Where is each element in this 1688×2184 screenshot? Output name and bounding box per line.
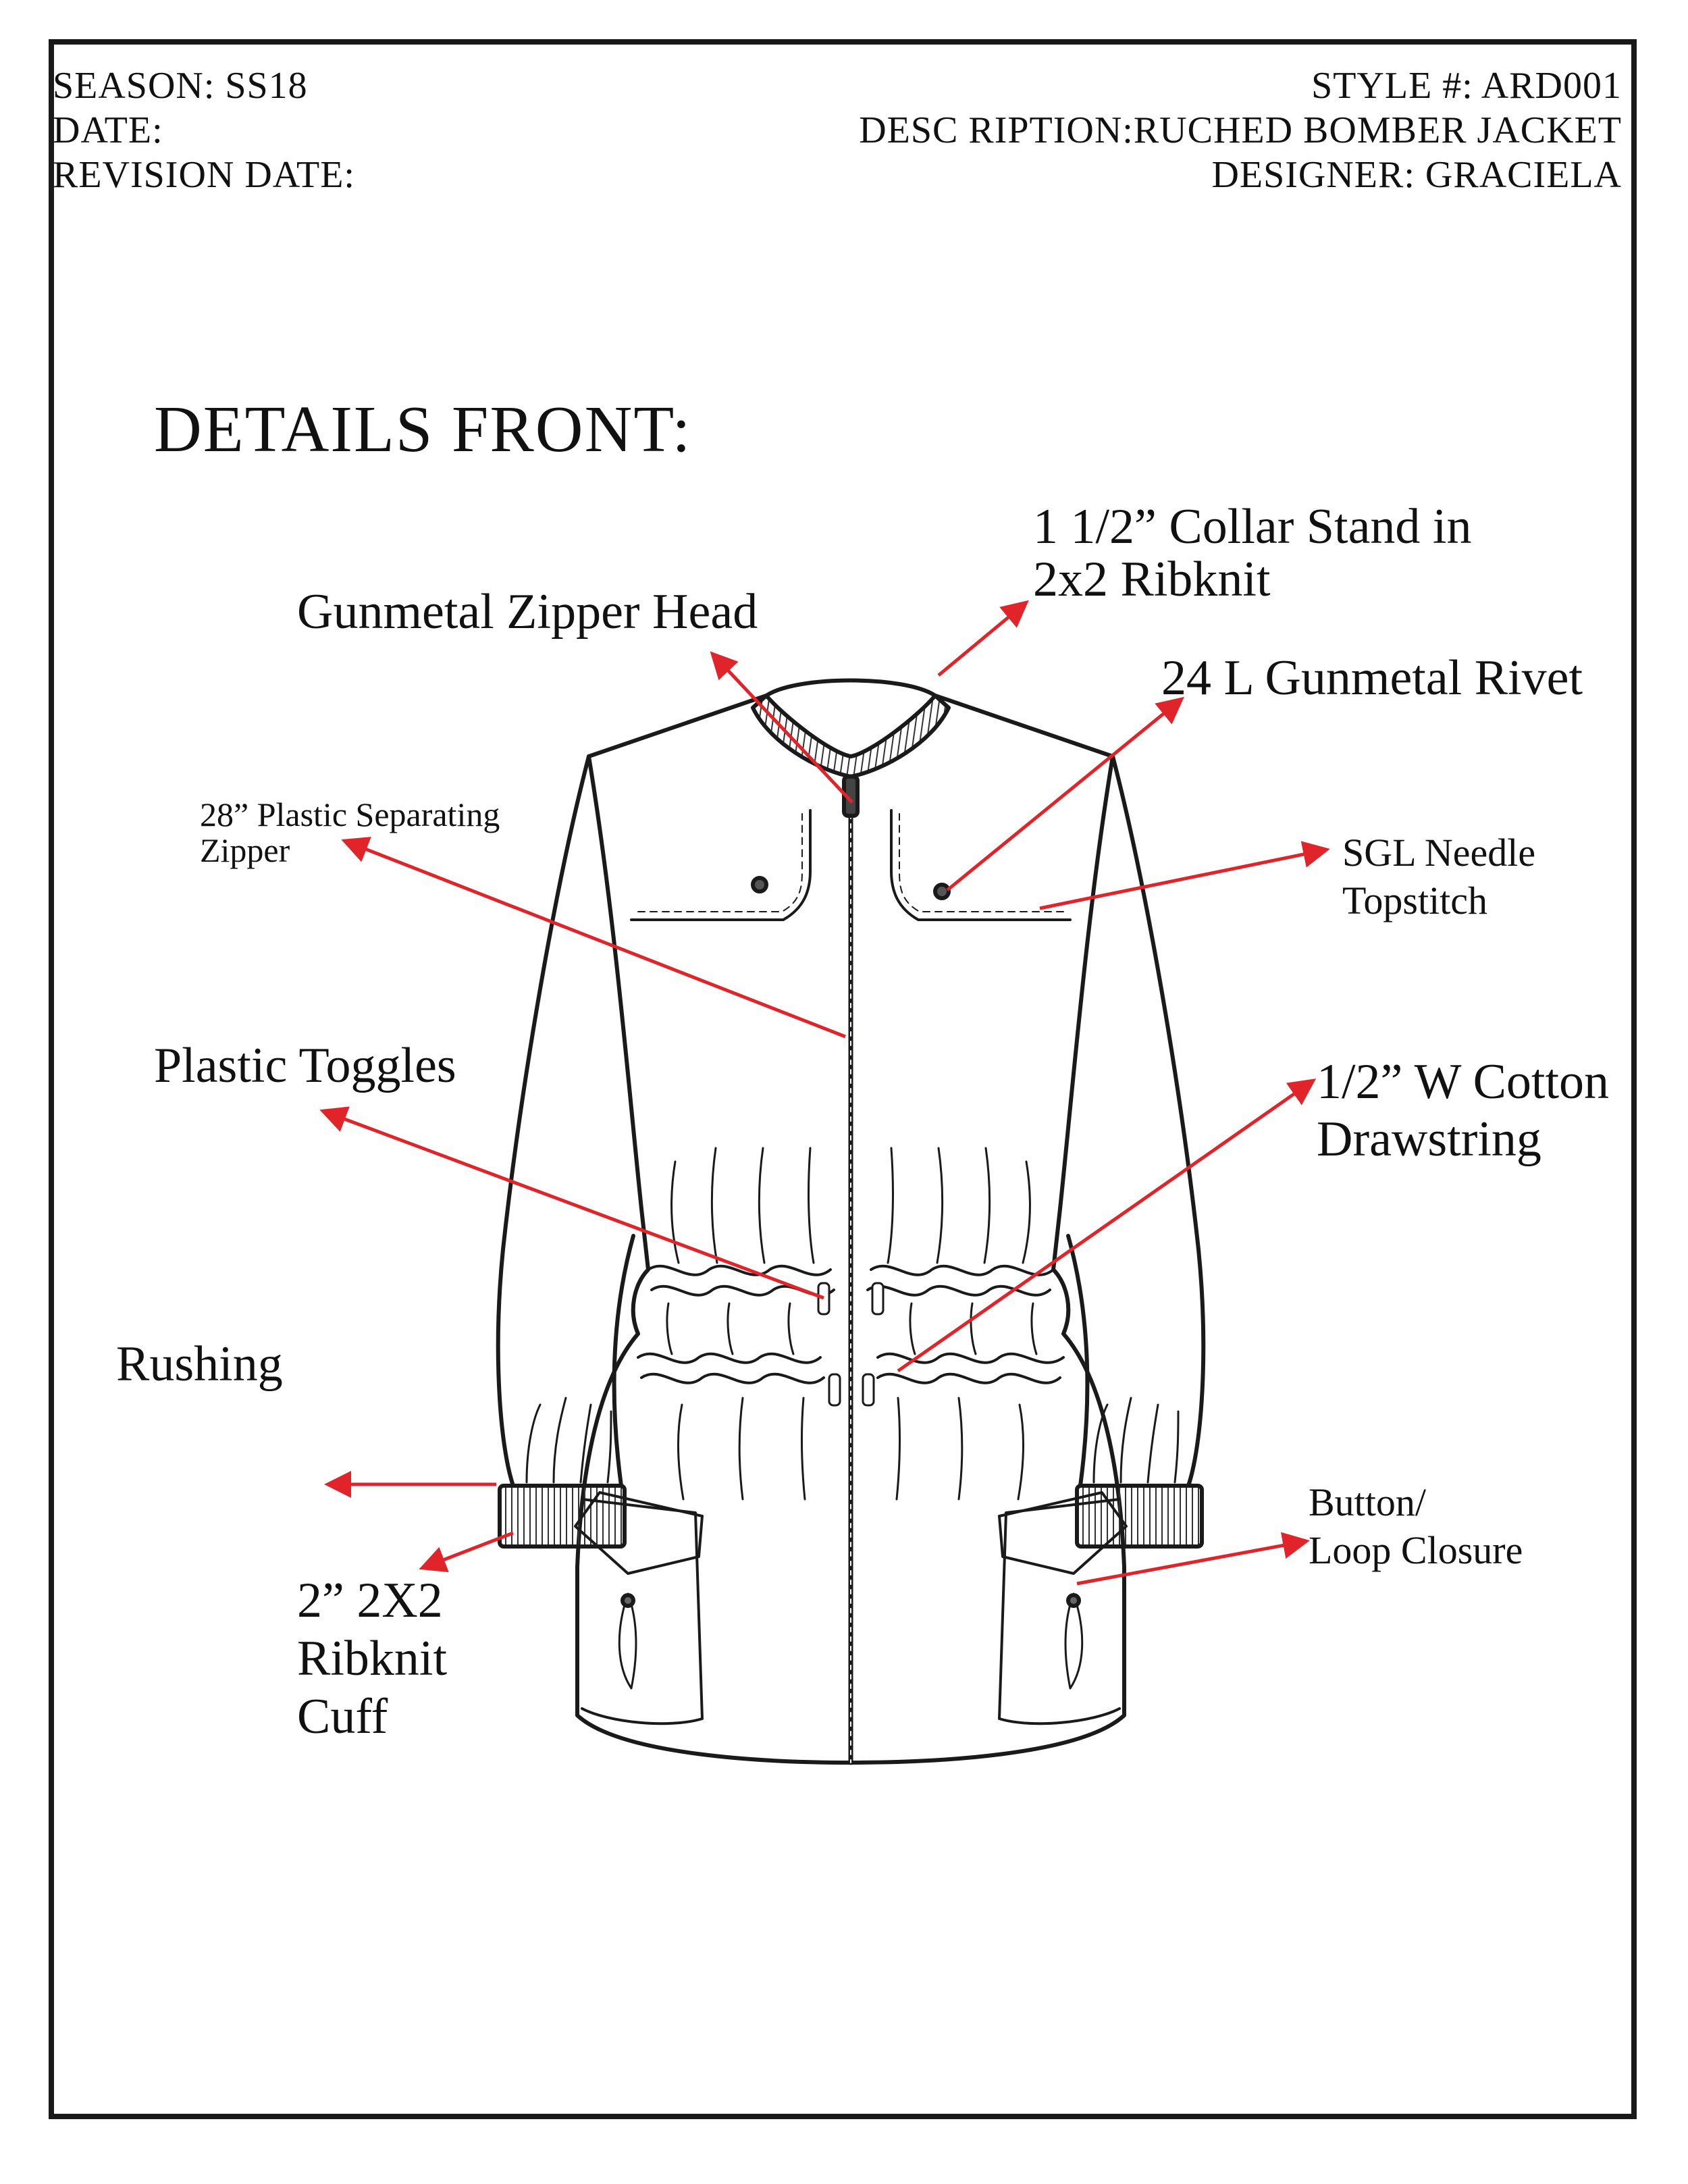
section-title: DETAILS FRONT:: [154, 393, 692, 466]
drawstring-line-1: 1/2” W Cotton: [1317, 1054, 1610, 1110]
header-left: SEASON: SS18 DATE: REVISION DATE:: [53, 63, 355, 197]
toggles: [817, 1282, 885, 1407]
cuff-arrow: [419, 1531, 514, 1573]
left-yoke: [630, 809, 812, 921]
topstitch-arrow: [1039, 841, 1330, 910]
upper-ruching-band: [647, 1264, 1055, 1276]
topstitch-line-1: SGL Needle: [1342, 831, 1536, 875]
left-rivet: [751, 876, 768, 893]
drawstring-line-2: Drawstring: [1317, 1112, 1541, 1168]
separating-zipper-line-2: Zipper: [200, 831, 290, 869]
collar-stand: [751, 694, 951, 779]
header-right: STYLE #: ARD001 DESC RIPTION:RUCHED BOMB…: [859, 63, 1622, 197]
right-pocket: [998, 1498, 1121, 1725]
style-number-label: STYLE #: ARD001: [1311, 65, 1622, 107]
page-frame: [49, 39, 1637, 2119]
zipper-head-callout: Gunmetal Zipper Head: [297, 584, 758, 640]
left-sleeve: [496, 754, 635, 1488]
cuff-callout: 2” 2X2 Ribknit Cuff: [297, 1572, 447, 1746]
topstitch-callout: SGL Needle Topstitch: [1342, 829, 1535, 925]
jacket-outline: [496, 678, 1206, 1765]
collar-stand-arrow: [937, 600, 1029, 677]
closure-callout: Button/ Loop Closure: [1309, 1479, 1523, 1575]
right-rivet: [933, 883, 951, 900]
separating-zipper-arrow: [341, 837, 846, 1039]
left-pocket-flap: [574, 1491, 704, 1575]
closure-line-2: Loop Closure: [1309, 1528, 1523, 1572]
rivet-arrow: [946, 696, 1184, 891]
right-pocket-flap: [998, 1491, 1128, 1575]
revision-date-label: REVISION DATE:: [53, 154, 355, 196]
toggles-arrow: [319, 1106, 824, 1300]
description-label: DESC RIPTION:RUCHED BOMBER JACKET: [859, 109, 1622, 151]
lower-ruching-band: [637, 1352, 1065, 1364]
collar-stand-callout: 1 1/2” Collar Stand in 2x2 Ribknit: [1033, 499, 1472, 607]
cuff-line-3: Cuff: [297, 1688, 388, 1744]
cuff-line-2: Ribknit: [297, 1630, 448, 1686]
right-yoke: [890, 809, 1072, 921]
right-pocket-button: [1066, 1593, 1081, 1608]
rivet-callout: 24 L Gunmetal Rivet: [1161, 650, 1583, 706]
drawstring-callout: 1/2” W Cotton Drawstring: [1317, 1054, 1609, 1168]
separating-zipper-callout: 28” Plastic Separating Zipper: [200, 797, 500, 868]
zipper-head-arrow: [710, 651, 853, 804]
rushing-callout: Rushing: [116, 1336, 283, 1392]
date-label: DATE:: [53, 109, 163, 151]
closure-line-1: Button/: [1309, 1480, 1427, 1524]
separating-zipper-line-1: 28” Plastic Separating: [200, 796, 500, 833]
designer-label: DESIGNER: GRACIELA: [1211, 154, 1622, 196]
cuff-line-1: 2” 2X2: [297, 1573, 443, 1628]
body-outline: [575, 678, 1126, 1765]
season-label: SEASON: SS18: [53, 65, 308, 107]
left-pocket-button: [621, 1593, 635, 1608]
topstitch-line-2: Topstitch: [1342, 878, 1488, 922]
closure-arrow: [1076, 1532, 1310, 1586]
zipper-pull: [842, 775, 860, 818]
collar-stand-line-2: 2x2 Ribknit: [1033, 551, 1271, 607]
drawstring-arrow: [897, 1078, 1317, 1373]
toggles-callout: Plastic Toggles: [154, 1038, 456, 1093]
collar-stand-line-1: 1 1/2” Collar Stand in: [1033, 499, 1472, 554]
callout-arrows: [319, 600, 1330, 1586]
left-pocket: [581, 1498, 704, 1725]
right-sleeve: [1066, 754, 1206, 1488]
